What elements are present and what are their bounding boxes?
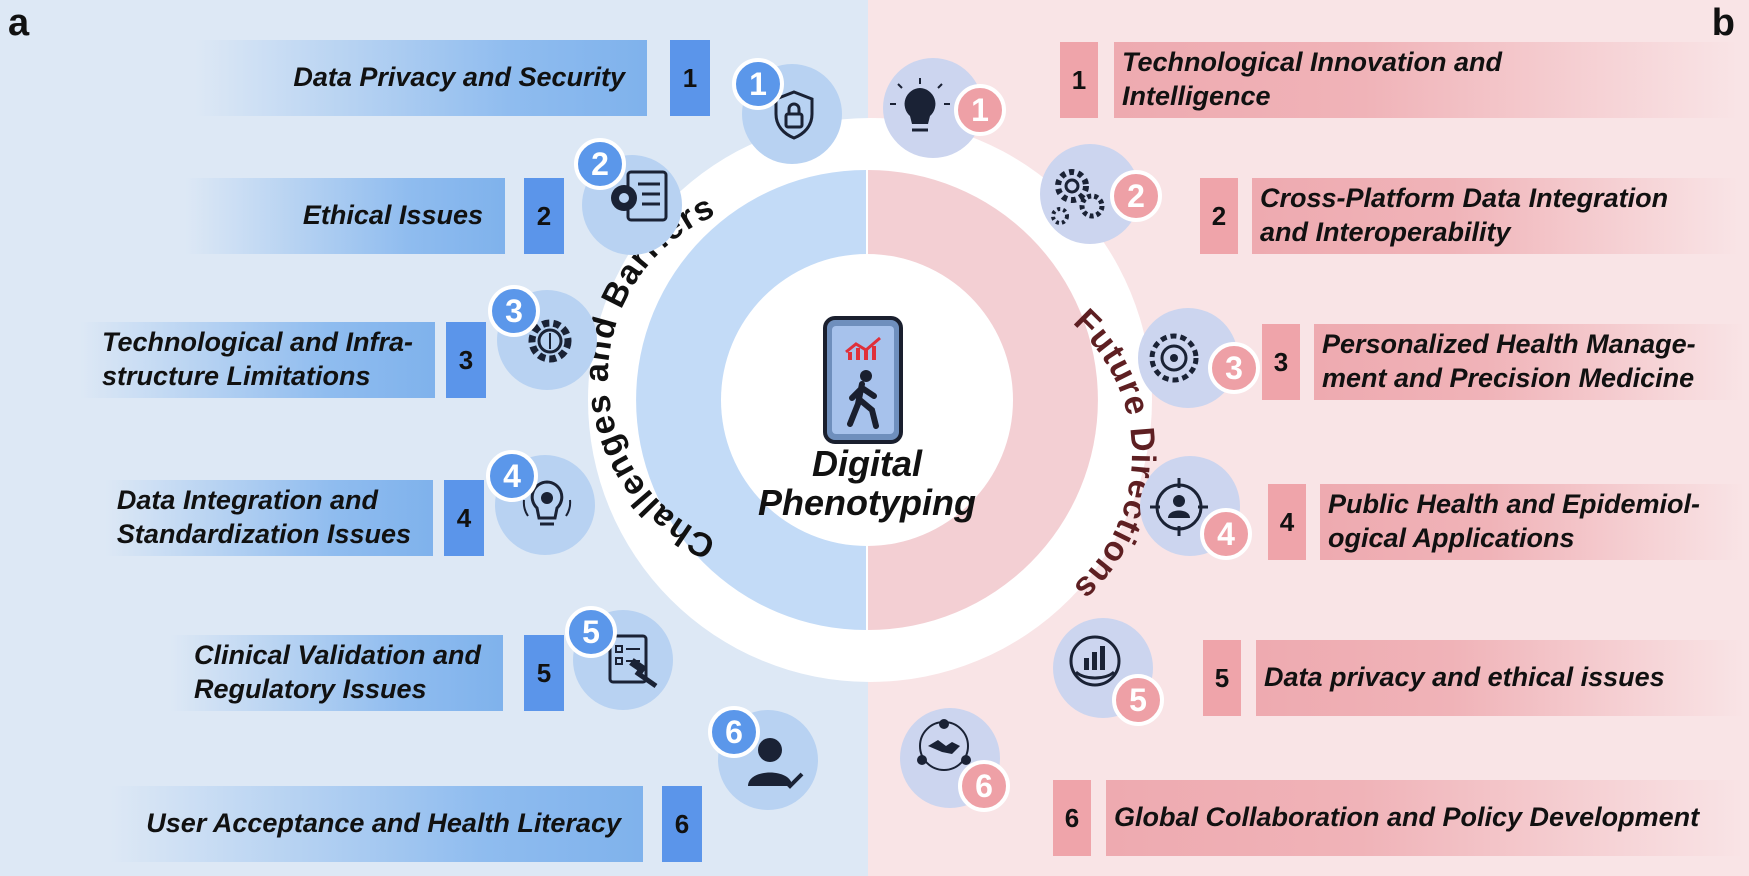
phone-walking-icon xyxy=(823,316,903,444)
shield-lock-icon xyxy=(774,90,814,140)
challenge-4-line1: Data Integration and xyxy=(116,485,378,516)
direction-badge-2: 2 xyxy=(1110,170,1162,222)
panel-label-a: a xyxy=(8,2,30,44)
challenge-number-3: 3 xyxy=(446,322,486,398)
direction-4-line1: Public Health and Epidemiol- xyxy=(1328,489,1701,520)
gear-document-icon xyxy=(611,170,668,222)
center-title-line1: Digital xyxy=(812,443,923,484)
challenge-6-text: User Acceptance and Health Literacy xyxy=(146,808,621,839)
challenge-bar-3: Technological and Infra-structure Limita… xyxy=(80,322,435,398)
direction-bar-3: Personalized Health Manage-ment and Prec… xyxy=(1314,324,1745,400)
direction-number-3: 3 xyxy=(1262,324,1300,400)
challenge-badge-2: 2 xyxy=(574,138,626,190)
gears-icon xyxy=(1051,169,1105,225)
challenge-number-6: 6 xyxy=(662,786,702,862)
challenge-bar-1: Data Privacy and Security xyxy=(195,40,647,116)
user-check-icon xyxy=(748,738,804,789)
direction-bar-5: Data privacy and ethical issues xyxy=(1256,640,1745,716)
direction-3-line2: ment and Precision Medicine xyxy=(1322,363,1695,393)
checklist-gavel-icon xyxy=(608,634,658,689)
challenge-1-text: Data Privacy and Security xyxy=(293,62,625,93)
direction-badge-6: 6 xyxy=(958,760,1010,812)
challenge-3-line1: Technological and Infra- xyxy=(101,327,413,358)
direction-4-line2: ogical Applications xyxy=(1328,523,1575,553)
challenge-5-line2: Regulatory Issues xyxy=(193,674,427,704)
direction-6-text: Global Collaboration and Policy Developm… xyxy=(1114,802,1700,833)
direction-number-2: 2 xyxy=(1200,178,1238,254)
handshake-network-icon xyxy=(917,719,971,771)
challenge-5-line1: Clinical Validation and xyxy=(193,640,481,671)
direction-5-text: Data privacy and ethical issues xyxy=(1264,662,1665,693)
direction-badge-4: 4 xyxy=(1200,508,1252,560)
challenge-badge-4: 4 xyxy=(486,450,538,502)
lightbulb-gear-icon xyxy=(522,480,572,526)
direction-number-1: 1 xyxy=(1060,42,1098,118)
challenge-2-text: Ethical Issues xyxy=(302,200,483,231)
direction-bar-4: Public Health and Epidemiol-ogical Appli… xyxy=(1320,484,1745,560)
challenge-number-4: 4 xyxy=(444,480,484,556)
gear-circuit-icon xyxy=(528,319,572,363)
challenge-badge-6: 6 xyxy=(708,706,760,758)
direction-number-4: 4 xyxy=(1268,484,1306,560)
direction-badge-1: 1 xyxy=(954,84,1006,136)
target-gear-icon xyxy=(1149,333,1199,383)
challenge-3-line2: structure Limitations xyxy=(101,361,371,391)
challenge-bar-2: Ethical Issues xyxy=(185,178,505,254)
challenge-number-5: 5 xyxy=(524,635,564,711)
direction-number-6: 6 xyxy=(1053,780,1091,856)
direction-badge-5: 5 xyxy=(1112,674,1164,726)
target-person-icon xyxy=(1150,478,1208,536)
challenge-number-1: 1 xyxy=(670,40,710,116)
challenge-badge-3: 3 xyxy=(488,285,540,337)
brain-bulb-icon xyxy=(890,78,950,132)
direction-number-5: 5 xyxy=(1203,640,1241,716)
challenge-badge-1: 1 xyxy=(732,58,784,110)
challenge-number-2: 2 xyxy=(524,178,564,254)
center-title-line2: Phenotyping xyxy=(758,482,976,523)
direction-1-line1: Technological Innovation and xyxy=(1122,47,1503,78)
direction-2-line2: and Interoperability xyxy=(1260,217,1511,247)
panel-label-b: b xyxy=(1711,2,1735,44)
direction-badge-3: 3 xyxy=(1208,342,1260,394)
challenge-badge-5: 5 xyxy=(565,606,617,658)
direction-bar-6: Global Collaboration and Policy Developm… xyxy=(1106,780,1745,856)
challenge-bar-6: User Acceptance and Health Literacy xyxy=(110,786,643,862)
chart-hands-icon xyxy=(1069,635,1121,687)
direction-1-line2: Intelligence xyxy=(1122,81,1271,111)
direction-2-line1: Cross-Platform Data Integration xyxy=(1260,183,1669,214)
direction-3-line1: Personalized Health Manage- xyxy=(1322,329,1696,360)
challenge-4-line2: Standardization Issues xyxy=(116,519,411,549)
